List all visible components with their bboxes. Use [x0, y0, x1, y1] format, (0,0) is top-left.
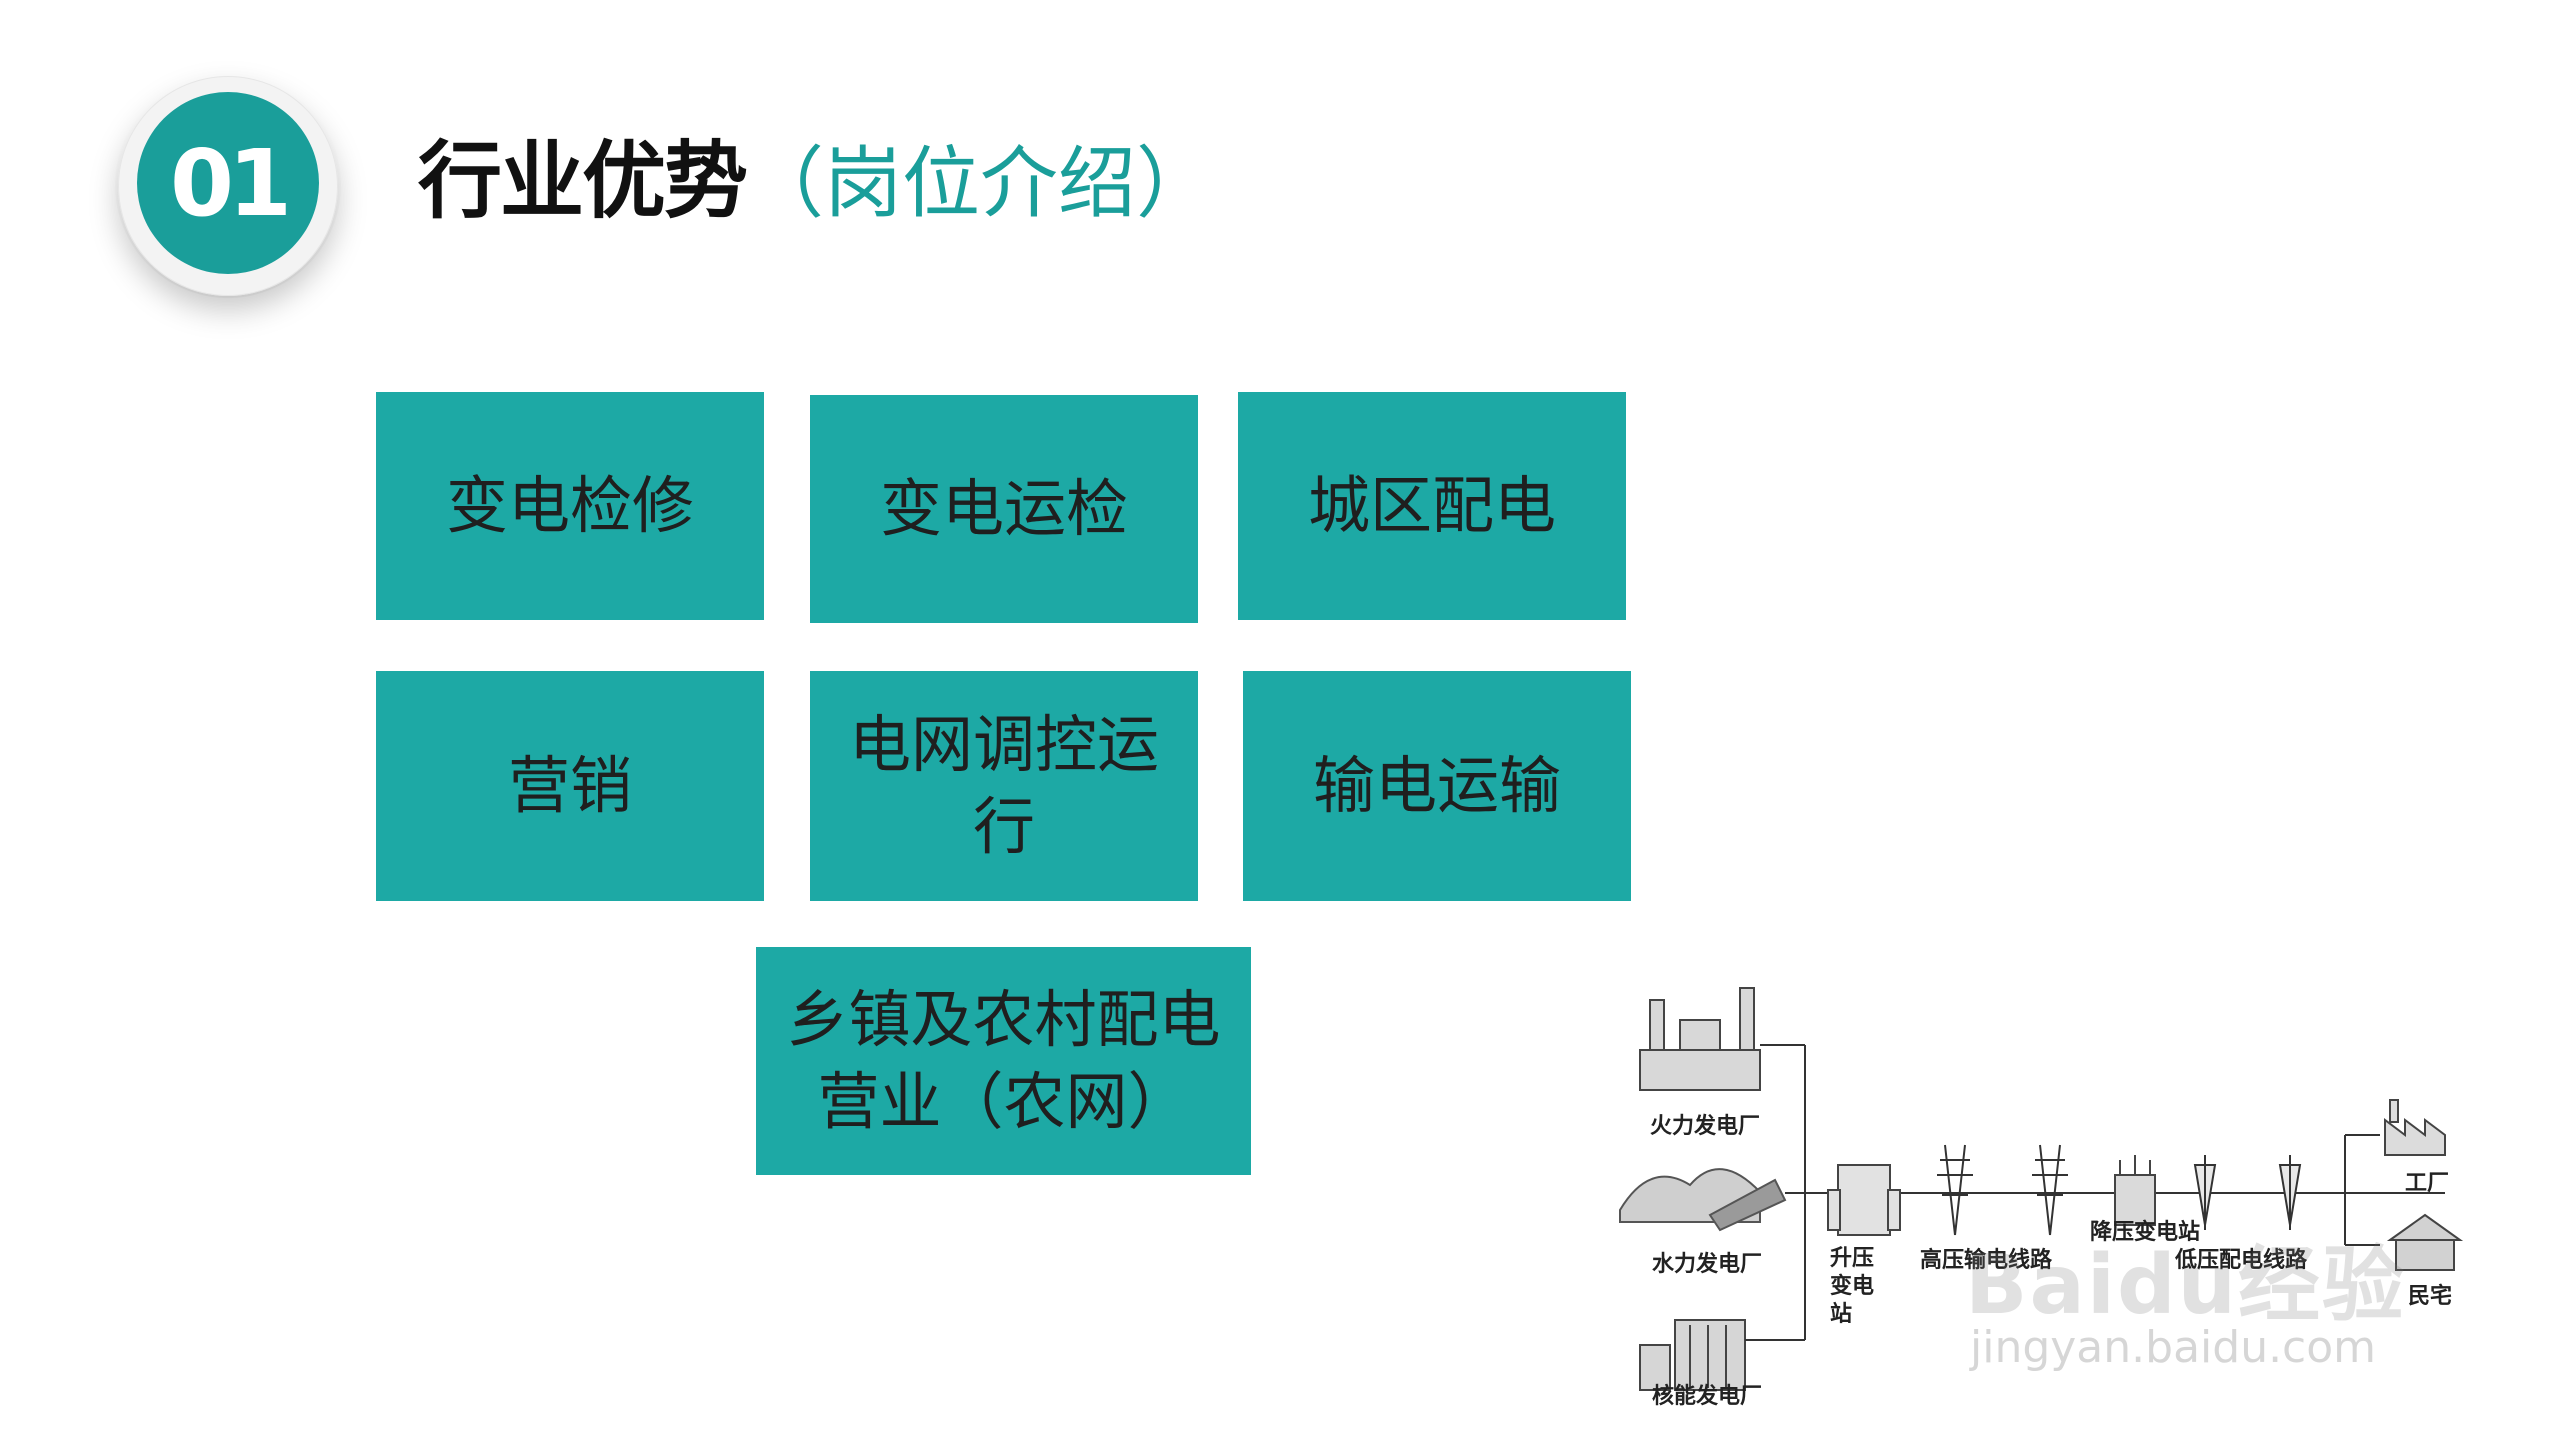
label-house: 民宅 [2408, 1283, 2453, 1309]
factory-icon [2384, 1099, 2446, 1156]
step-down-transformer-icon [2114, 1155, 2156, 1226]
label-nuclear-plant: 核能发电厂 [1652, 1383, 1763, 1409]
label-step-down-station: 降压变电站 [2090, 1219, 2201, 1245]
watermark-url: jingyan.baidu.com [1970, 1322, 2377, 1373]
position-box-substation-operation: 变电运检 [810, 395, 1198, 623]
page-title: 行业优势（岗位介绍） [418, 126, 1214, 236]
power-grid-drawing [1619, 987, 2464, 1391]
position-box-marketing: 营销 [376, 671, 764, 901]
position-box-grid-dispatch: 电网调控运行 [810, 671, 1198, 901]
label-hv-line: 高压输电线路 [1920, 1247, 2053, 1273]
section-number: 01 [137, 92, 319, 274]
hydro-plant-icon [1619, 1168, 1787, 1232]
nuclear-plant-icon [1639, 1319, 1746, 1391]
label-lv-line: 低压配电线路 [2175, 1247, 2308, 1273]
title-main: 行业优势 [418, 132, 748, 230]
position-box-transmission: 输电运输 [1243, 671, 1631, 901]
position-box-rural-distribution: 乡镇及农村配电营业（农网） [756, 947, 1251, 1175]
house-icon [2386, 1213, 2464, 1271]
label-hydro-plant: 水力发电厂 [1652, 1251, 1763, 1277]
position-box-urban-distribution: 城区配电 [1238, 392, 1626, 620]
consumer-branch-lines [2344, 1134, 2380, 1246]
label-factory: 工厂 [2405, 1170, 2450, 1196]
label-thermal-plant: 火力发电厂 [1650, 1113, 1761, 1139]
watermark-logo: Baidu经验 [1965, 1238, 2407, 1333]
transmission-tower-icons [1937, 1144, 2068, 1236]
step-up-transformer-icon [1827, 1164, 1901, 1236]
power-grid-diagram: 火力发电厂 水力发电厂 核能发电厂 升压变电站 高压输电线路 降压变电站 低压配… [1590, 960, 2520, 1430]
title-subtitle: （岗位介绍） [746, 139, 1215, 229]
thermal-plant-icon [1639, 987, 1761, 1091]
position-box-substation-maintenance: 变电检修 [376, 392, 764, 620]
label-step-up-station: 升压变电站 [1830, 1245, 1875, 1327]
distribution-pole-icons [2193, 1155, 2302, 1230]
